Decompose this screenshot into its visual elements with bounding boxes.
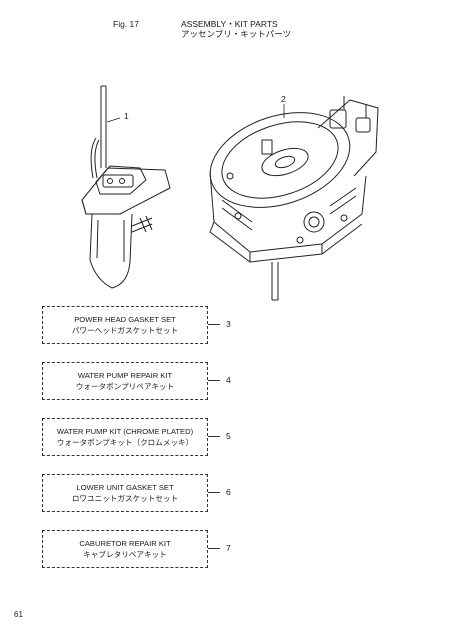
kit-number: 3: [226, 319, 231, 329]
kit-leader-line: [208, 324, 220, 325]
kit-name-jp: キャブレタリペアキット: [83, 550, 167, 559]
header-fig-label: Fig. 17: [113, 19, 139, 29]
kit-name-en: WATER PUMP REPAIR KIT: [77, 371, 173, 380]
kit-leader-line: [208, 548, 220, 549]
leader-lines: [106, 104, 285, 123]
page-number: 61: [14, 610, 23, 619]
kit-name-jp: ロワユニットガスケットセット: [71, 494, 179, 503]
powerhead-illustration: [209, 96, 379, 301]
kit-row: LOWER UNIT GASKET SET ロワユニットガスケットセット 6: [40, 474, 250, 514]
kit-number: 6: [226, 487, 231, 497]
callout-2: 2: [281, 94, 286, 104]
kit-leader-line: [208, 492, 220, 493]
kit-number: 5: [226, 431, 231, 441]
kit-name-jp: ウォータポンプリペアキット: [75, 382, 175, 391]
header-title-en: ASSEMBLY・KIT PARTS: [181, 19, 278, 29]
kit-box: POWER HEAD GASKET SET パワーヘッドガスケットセット: [42, 306, 208, 344]
kit-row: POWER HEAD GASKET SET パワーヘッドガスケットセット 3: [40, 306, 250, 346]
kit-name-en: LOWER UNIT GASKET SET: [76, 483, 174, 492]
kit-name-en: CABURETOR REPAIR KIT: [79, 539, 171, 548]
kit-name-jp: ウォータポンプキット（クロムメッキ）: [56, 438, 194, 447]
kit-number: 7: [226, 543, 231, 553]
header-title: ASSEMBLY・KIT PARTS アッセンブリ・キットパーツ: [181, 19, 291, 39]
kit-box: CABURETOR REPAIR KIT キャブレタリペアキット: [42, 530, 208, 568]
assembly-drawing: [81, 85, 379, 301]
kit-box: LOWER UNIT GASKET SET ロワユニットガスケットセット: [42, 474, 208, 512]
header-title-jp: アッセンブリ・キットパーツ: [181, 29, 292, 39]
kit-leader-line: [208, 380, 220, 381]
kit-name-en: POWER HEAD GASKET SET: [74, 315, 176, 324]
kit-name-en: WATER PUMP KIT (CHROME PLATED): [56, 427, 194, 436]
kit-box: WATER PUMP REPAIR KIT ウォータポンプリペアキット: [42, 362, 208, 400]
callout-1: 1: [124, 111, 129, 121]
kit-box: WATER PUMP KIT (CHROME PLATED) ウォータポンプキッ…: [42, 418, 208, 456]
kit-row: WATER PUMP REPAIR KIT ウォータポンプリペアキット 4: [40, 362, 250, 402]
lower-unit-illustration: [81, 85, 171, 289]
kit-row: CABURETOR REPAIR KIT キャブレタリペアキット 7: [40, 530, 250, 570]
kit-number: 4: [226, 375, 231, 385]
kit-leader-line: [208, 436, 220, 437]
kit-row: WATER PUMP KIT (CHROME PLATED) ウォータポンプキッ…: [40, 418, 250, 458]
kit-name-jp: パワーヘッドガスケットセット: [71, 326, 179, 335]
